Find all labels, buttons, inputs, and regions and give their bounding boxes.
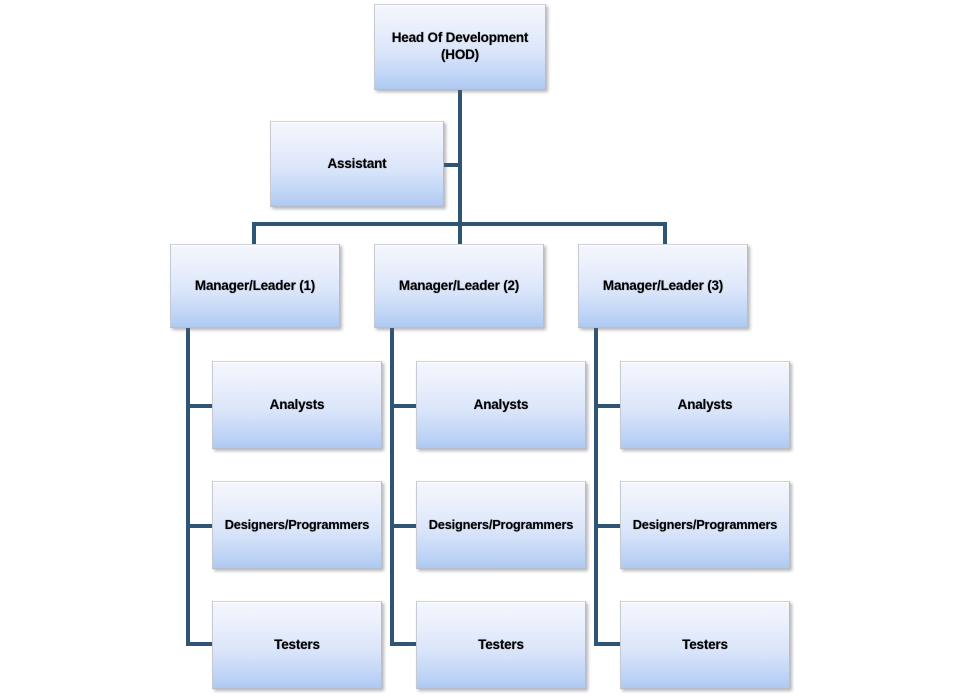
node-col1-analysts[interactable]: Analysts — [212, 361, 382, 449]
node-label: Analysts — [473, 396, 529, 412]
node-col2-analysts[interactable]: Analysts — [416, 361, 586, 449]
connector-col3-stub-analysts — [594, 404, 622, 408]
connector-col3-stub-testers — [594, 642, 622, 646]
node-label: Manager/Leader (2) — [398, 277, 520, 293]
connector-col1-spine — [186, 328, 190, 646]
connector-col1-stub-testers — [186, 642, 214, 646]
node-label: Designers/Programmers — [224, 517, 370, 532]
connector-col3-spine — [594, 328, 598, 646]
node-head-of-development[interactable]: Head Of Development (HOD) — [374, 4, 546, 90]
connector-col3-stub-designers — [594, 524, 622, 528]
node-label: Testers — [274, 636, 320, 652]
node-manager-leader-1[interactable]: Manager/Leader (1) — [170, 244, 340, 328]
connector-col2-stub-designers — [390, 524, 418, 528]
node-label: Designers/Programmers — [428, 517, 574, 532]
connector-drop-manager1 — [252, 222, 256, 245]
node-col3-testers[interactable]: Testers — [620, 601, 790, 689]
node-label: Manager/Leader (3) — [602, 277, 724, 293]
node-label: Analysts — [269, 396, 325, 412]
node-col1-designers-programmers[interactable]: Designers/Programmers — [212, 481, 382, 569]
node-manager-leader-2[interactable]: Manager/Leader (2) — [374, 244, 544, 328]
node-col2-testers[interactable]: Testers — [416, 601, 586, 689]
node-col3-designers-programmers[interactable]: Designers/Programmers — [620, 481, 790, 569]
connector-drop-manager3 — [663, 222, 667, 245]
connector-hod-trunk — [458, 90, 462, 226]
connector-drop-manager2 — [458, 222, 462, 245]
node-manager-leader-3[interactable]: Manager/Leader (3) — [578, 244, 748, 328]
node-label: Analysts — [677, 396, 733, 412]
node-label: Manager/Leader (1) — [194, 277, 316, 293]
node-col3-analysts[interactable]: Analysts — [620, 361, 790, 449]
connector-col1-stub-designers — [186, 524, 214, 528]
node-label: Testers — [682, 636, 728, 652]
node-assistant[interactable]: Assistant — [270, 121, 444, 207]
connector-assistant-stub — [441, 163, 462, 167]
node-label: Assistant — [327, 155, 387, 171]
node-col2-designers-programmers[interactable]: Designers/Programmers — [416, 481, 586, 569]
node-label: Designers/Programmers — [632, 517, 778, 532]
connector-col2-stub-testers — [390, 642, 418, 646]
node-col1-testers[interactable]: Testers — [212, 601, 382, 689]
node-label: Testers — [478, 636, 524, 652]
connector-col2-spine — [390, 328, 394, 646]
connector-col1-stub-analysts — [186, 404, 214, 408]
node-label: Head Of Development (HOD) — [391, 30, 529, 62]
connector-col2-stub-analysts — [390, 404, 418, 408]
